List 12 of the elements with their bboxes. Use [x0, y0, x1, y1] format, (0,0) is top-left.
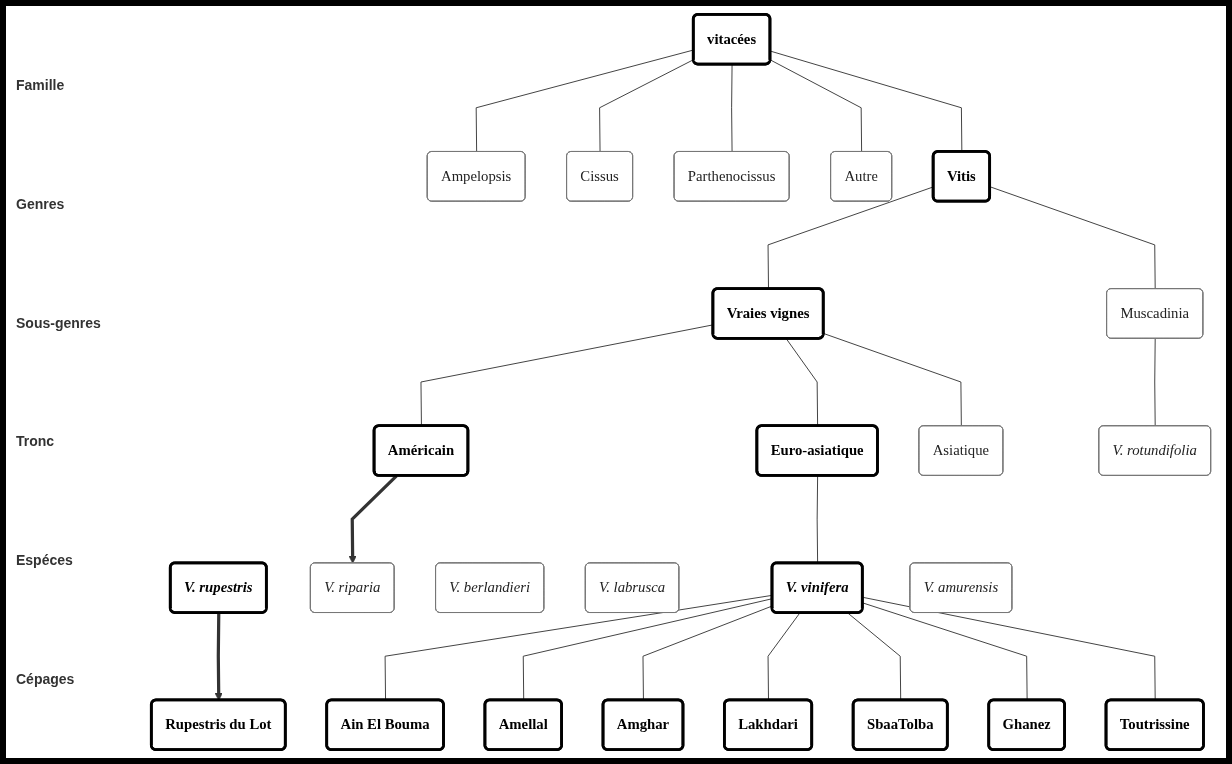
connector: [731, 64, 733, 153]
level-label: Genres: [16, 196, 66, 212]
level-label: Tronc: [16, 433, 56, 450]
connector: [989, 186, 1156, 290]
connector: [823, 333, 962, 427]
level-label: Cépages: [16, 670, 76, 687]
connector: [769, 59, 863, 153]
connector: [769, 50, 963, 153]
level-label: Famille: [16, 77, 66, 94]
connector: [1154, 338, 1156, 427]
level-label: Espéces: [16, 551, 74, 568]
level-label: Sous-genres: [16, 314, 102, 331]
